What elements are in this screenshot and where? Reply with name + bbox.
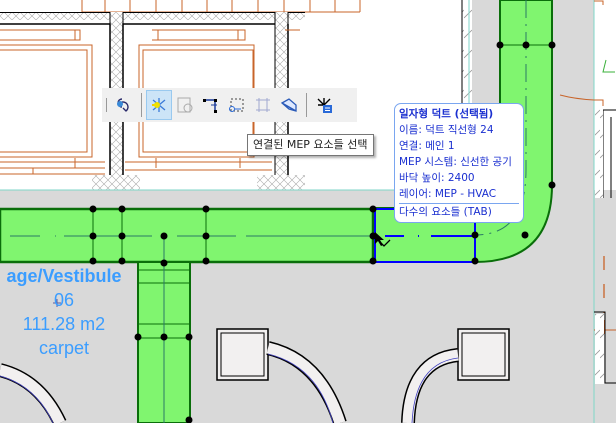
air-diffuser[interactable] — [401, 328, 510, 423]
info-line-connection: 연결: 메인 1 — [399, 140, 455, 152]
pet-palette-toolbar — [102, 88, 357, 122]
save-route-icon — [177, 97, 193, 113]
route-edit-icon — [203, 99, 217, 113]
mep-list-button[interactable] — [311, 90, 337, 120]
room-fixtures — [0, 29, 300, 175]
info-line-floor-elevation: 바닥 높이: 2400 — [399, 172, 475, 184]
top-fixtures — [80, 0, 380, 13]
air-diffuser-partial — [0, 363, 67, 423]
info-line-layer: 레이어: MEP - HVAC — [399, 188, 497, 200]
route-edit-button[interactable] — [198, 90, 224, 120]
info-line-mep-system: MEP 시스템: 신선한 공기 — [399, 156, 512, 168]
select-connected-mep-icon — [152, 98, 166, 112]
duct-transform-icon — [280, 98, 297, 112]
grid-tool-icon — [256, 98, 270, 112]
info-tab-hint[interactable]: 다수의 요소들 (TAB) — [399, 203, 519, 220]
zone-origin-marker — [53, 299, 61, 307]
duct-connect-button[interactable] — [111, 90, 137, 120]
save-route-button[interactable] — [172, 90, 198, 120]
duct-connect-icon — [117, 98, 129, 112]
duct-hotspots — [89, 205, 479, 423]
select-connected-mep-button[interactable] — [146, 90, 172, 120]
wall — [0, 12, 305, 20]
zone-finish: carpet — [38, 338, 90, 358]
zone-name: age/Vestibule — [6, 266, 122, 286]
toolbar-tooltip: 연결된 MEP 요소들 선택 — [247, 134, 374, 156]
info-line-name: 이름: 덕트 직선형 24 — [399, 124, 494, 136]
mep-list-icon — [317, 98, 332, 113]
zone-number: 06 — [53, 290, 75, 310]
mouse-cursor-icon — [375, 232, 384, 246]
element-info-panel: 일자형 덕트 (선택됨) 이름: 덕트 직선형 24 연결: 메인 1 MEP … — [394, 103, 524, 223]
info-title: 일자형 덕트 (선택됨) — [399, 108, 494, 120]
zone-area: 111.28 m2 — [22, 314, 106, 334]
duct-transform-button[interactable] — [276, 90, 302, 120]
resize-selection-icon — [229, 98, 244, 112]
resize-selection-button[interactable] — [224, 90, 250, 120]
air-diffuser[interactable] — [216, 328, 347, 423]
zone-stamp[interactable]: age/Vestibule 06 111.28 m2 carpet — [0, 264, 134, 360]
grid-tool-button[interactable] — [250, 90, 276, 120]
